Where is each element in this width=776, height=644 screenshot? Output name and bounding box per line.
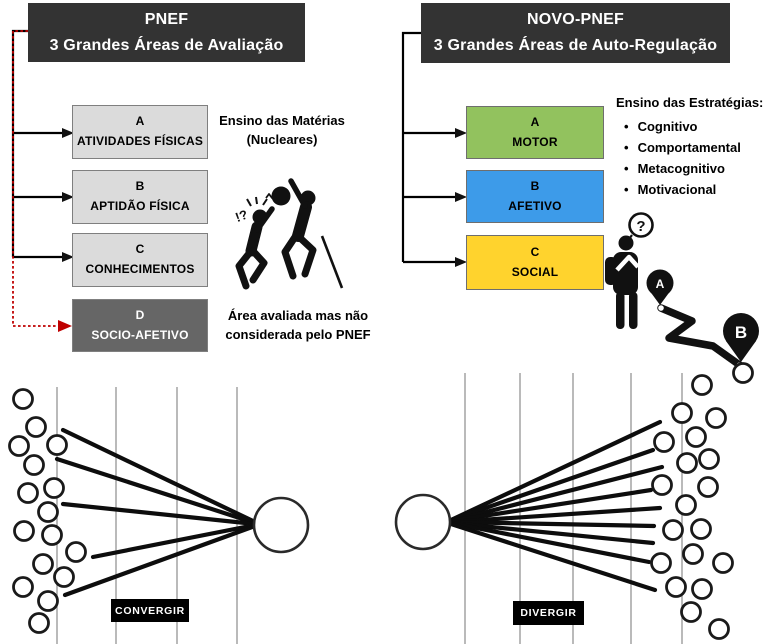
box-label: MOTOR	[512, 134, 558, 149]
pnef-title: PNEF	[144, 10, 189, 28]
box-label: APTIDÃO FÍSICA	[90, 199, 190, 213]
novo-pnef-header: NOVO-PNEF 3 Grandes Áreas de Auto-Regula…	[421, 3, 730, 63]
box-letter: A	[530, 114, 540, 129]
hiker-route-icon: ? A B	[605, 212, 759, 370]
red-arrowhead-d	[58, 320, 72, 332]
box-letter: A	[135, 114, 145, 129]
hiker-arm	[615, 254, 640, 272]
arrowhead-b	[62, 192, 74, 202]
pin-b-letter: B	[735, 323, 747, 342]
convergir-label: CONVERGIR	[111, 599, 189, 622]
box-label: SOCIAL	[511, 264, 559, 279]
basketball-players-icon: !?	[233, 178, 344, 290]
strategy-item: Cognitivo	[616, 116, 763, 137]
exclaim-question-glyph: !?	[233, 207, 250, 225]
right-connector-lines	[401, 31, 467, 267]
box-conhecimentos: C CONHECIMENTOS	[72, 233, 208, 287]
arrowhead-a	[62, 128, 74, 138]
box-afetivo: B AFETIVO	[466, 170, 604, 223]
hiker-backpack	[605, 257, 617, 285]
note-area-avaliada: Área avaliada mas não considerada pelo P…	[225, 308, 371, 342]
novo-pnef-title: NOVO-PNEF	[527, 11, 624, 29]
arrowhead-c	[62, 252, 74, 262]
box-label: ATIVIDADES FÍSICAS	[76, 134, 204, 148]
map-pin-b-icon: B	[723, 313, 759, 362]
question-bubble-icon	[628, 212, 654, 238]
note-ensino-estrategias: Ensino das Estratégias: Cognitivo Compor…	[616, 95, 763, 200]
divergir-label: DIVERGIR	[513, 601, 584, 625]
left-connector-red-dotted	[12, 30, 72, 332]
strategy-item: Metacognitivo	[616, 158, 763, 179]
strategy-item: Motivacional	[616, 179, 763, 200]
novo-pnef-subtitle: 3 Grandes Áreas de Auto-Regulação	[433, 37, 718, 54]
left-connector-lines	[11, 29, 74, 262]
note-ensino-materias: Ensino das Matérias (Nucleares)	[219, 113, 345, 147]
box-label: SOCIO-AFETIVO	[91, 327, 189, 342]
squiggle-mark	[265, 193, 279, 199]
strategies-title: Ensino das Estratégias:	[616, 95, 764, 110]
box-motor: A MOTOR	[466, 106, 604, 159]
route-path	[657, 304, 745, 370]
box-atividades-fisicas: A ATIVIDADES FÍSICAS	[72, 105, 208, 159]
hiker-head	[618, 235, 634, 251]
arrowhead-afetivo	[455, 192, 467, 202]
map-pin-a-icon: A	[646, 269, 674, 305]
pnef-header: PNEF 3 Grandes Áreas de Avaliação	[28, 3, 305, 62]
convergir-diagram	[8, 387, 310, 644]
arrowhead-motor	[455, 128, 467, 138]
box-letter: C	[135, 242, 145, 257]
question-mark-glyph: ?	[636, 218, 645, 235]
pin-a-letter: A	[656, 277, 665, 291]
box-social: C SOCIAL	[466, 235, 604, 290]
box-socio-afetivo: D SOCIO-AFETIVO	[72, 299, 208, 352]
box-letter: B	[530, 178, 540, 193]
strategy-item: Comportamental	[616, 137, 763, 158]
box-letter: C	[530, 244, 540, 259]
box-letter: D	[135, 307, 145, 322]
box-letter: B	[135, 179, 145, 194]
box-aptidao-fisica: B APTIDÃO FÍSICA	[72, 170, 208, 224]
box-label: CONHECIMENTOS	[85, 262, 195, 276]
pnef-subtitle: 3 Grandes Áreas de Avaliação	[49, 36, 284, 54]
box-label: AFETIVO	[508, 198, 562, 213]
arrowhead-social	[455, 257, 467, 267]
divergir-diagram	[394, 362, 754, 644]
ball-icon	[271, 186, 291, 206]
